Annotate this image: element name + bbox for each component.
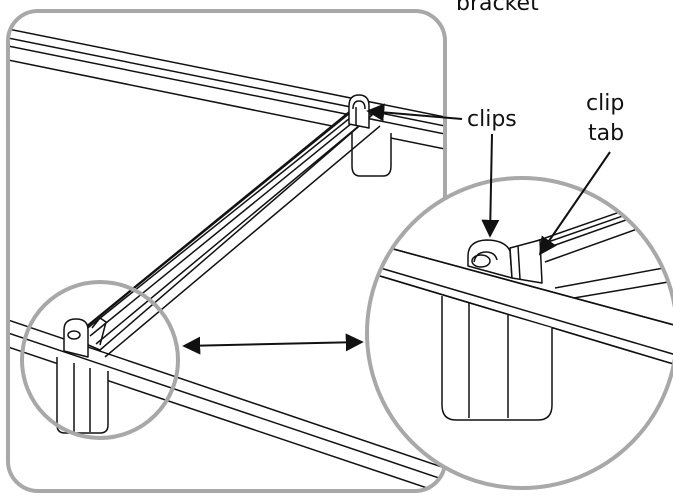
- overview-panel: [8, 28, 445, 491]
- zoom-clip: [467, 239, 543, 284]
- clip-tab-label-line1: clip: [586, 91, 624, 116]
- front-leg: [56, 357, 109, 434]
- zoom-circle-frame: [365, 176, 673, 490]
- clip-tab-label-line2: tab: [588, 121, 624, 146]
- zoom-link-arrow: [182, 333, 364, 355]
- front-clip: [63, 317, 107, 358]
- cross-bar: [71, 103, 381, 358]
- highlight-circle: [20, 280, 180, 440]
- back-clip: [348, 94, 370, 129]
- clips-arrow-zoom: [481, 133, 500, 238]
- clips-label: clips: [467, 107, 517, 132]
- zoom-leg: [441, 296, 553, 421]
- clips-arrow-back: [366, 103, 463, 122]
- bracket-label: bracket: [456, 0, 539, 16]
- back-leg: [351, 125, 392, 177]
- clip-tab-arrow: [538, 151, 611, 256]
- zoom-rail: [367, 239, 673, 373]
